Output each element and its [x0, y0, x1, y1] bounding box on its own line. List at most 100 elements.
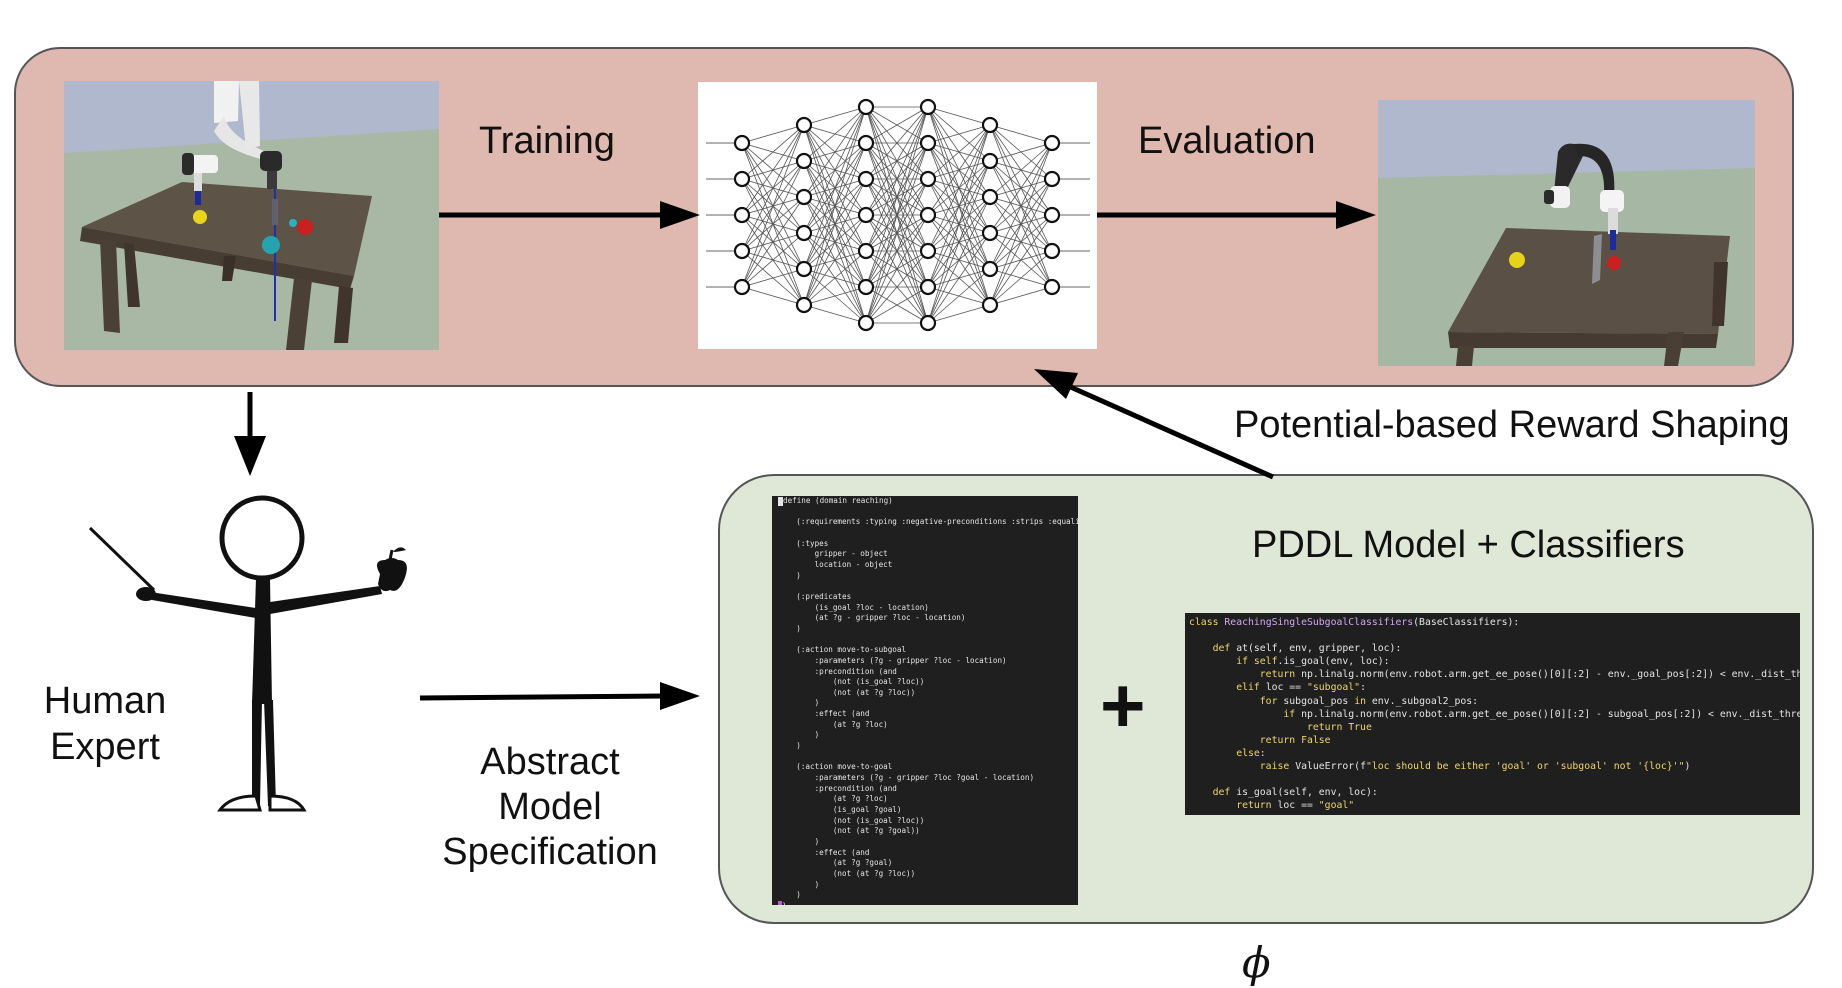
- pddl-code-line: ): [778, 570, 801, 580]
- nn-node: [857, 98, 875, 116]
- nn-edge: [741, 124, 805, 180]
- code-return-false-keyword: return: [1259, 734, 1296, 746]
- nn-edge: [989, 142, 1053, 162]
- nn-edge: [803, 304, 867, 324]
- nn-node: [919, 314, 937, 332]
- nn-edge: [865, 106, 929, 216]
- nn-node: [981, 296, 999, 314]
- code-colon: :: [1360, 682, 1366, 694]
- pddl-code-line: (:action move-to-subgoal: [778, 645, 907, 655]
- nn-node: [857, 278, 875, 296]
- code-subgoal-string: "subgoal": [1306, 682, 1361, 694]
- nn-edge: [927, 124, 991, 252]
- pddl-code-line: location - object: [778, 559, 893, 569]
- nn-edge: [803, 250, 867, 306]
- nn-edge: [927, 124, 991, 288]
- nn-node: [981, 116, 999, 134]
- pddl-code-line: ): [778, 623, 801, 633]
- code-return-keyword: return: [1259, 669, 1296, 681]
- nn-node: [919, 242, 937, 260]
- code-return-expr-1: np.linalg.norm(env.robot.arm.get_ee_pose…: [1301, 669, 1800, 681]
- nn-edge: [803, 214, 867, 306]
- pddl-code-line: (at ?g - gripper ?loc - location): [778, 613, 966, 623]
- pddl-code-line: ): [778, 837, 820, 846]
- abstract-model-specification-label: Abstract Model Specification: [430, 740, 670, 875]
- pddl-code-line: (not (is_goal ?loc)): [778, 677, 925, 687]
- pddl-code-screenshot: define (domain reaching) (:requirements …: [772, 496, 1078, 905]
- nn-edge: [989, 142, 1053, 270]
- nn-edge: [989, 142, 1053, 198]
- pddl-code-line: (at ?g ?loc): [778, 794, 888, 804]
- nn-edge: [989, 178, 1053, 306]
- neural-network-image: [698, 82, 1097, 349]
- pddl-code-line: ): [782, 901, 787, 905]
- nn-node: [857, 170, 875, 188]
- code-true-keyword: True: [1348, 721, 1372, 733]
- code-raise-string: "loc should be either 'goal' or 'subgoal…: [1365, 761, 1685, 773]
- nn-edge: [803, 106, 867, 198]
- pddl-code-line: ): [778, 741, 801, 751]
- code-class-base: (BaseClassifiers):: [1413, 617, 1520, 628]
- nn-node: [795, 296, 813, 314]
- pddl-code-line: :effect (and: [778, 847, 870, 857]
- spec-line-3: Specification: [442, 831, 658, 873]
- code-def2-keyword: def: [1212, 787, 1231, 799]
- nn-node: [1043, 170, 1061, 188]
- training-label: Training: [479, 120, 615, 162]
- code-in-keyword: in: [1354, 695, 1366, 707]
- code-self-keyword: self: [1253, 656, 1278, 668]
- human-expert-line-1: Human: [43, 680, 167, 722]
- pddl-code-line: define (domain reaching): [783, 496, 893, 505]
- spec-line-1: Abstract: [480, 741, 620, 783]
- nn-edge: [927, 124, 991, 324]
- nn-edge: [803, 106, 867, 126]
- pddl-code-line: (is_goal ?loc - location): [778, 602, 929, 612]
- nn-edge: [741, 286, 805, 306]
- code-elif-keyword: elif: [1236, 682, 1260, 694]
- classifier-code-screenshot: class ReachingSingleSubgoalClassifiers(B…: [1185, 613, 1800, 815]
- code-raise-expr: ValueError(f: [1295, 761, 1366, 773]
- nn-edge: [989, 214, 1053, 306]
- code-class-keyword: class: [1189, 617, 1219, 628]
- code-return-loc: loc ==: [1277, 800, 1313, 812]
- code-raise-keyword: raise: [1259, 761, 1290, 773]
- code-elif-expr: loc ==: [1265, 682, 1302, 694]
- nn-node: [857, 314, 875, 332]
- closing-paren-highlight: [778, 901, 782, 905]
- nn-edge: [803, 106, 867, 234]
- classifier-code-text: class ReachingSingleSubgoalClassifiers(B…: [1189, 616, 1800, 812]
- nn-node: [795, 188, 813, 206]
- nn-node: [857, 134, 875, 152]
- nn-edge: [927, 196, 991, 324]
- nn-edge: [927, 232, 991, 324]
- nn-node: [733, 278, 751, 296]
- nn-edge: [741, 160, 805, 288]
- nn-edge: [989, 142, 1053, 306]
- pddl-code-line: :precondition (and: [778, 666, 897, 676]
- nn-edge: [927, 106, 991, 126]
- code-return2-keyword: return: [1236, 800, 1272, 812]
- pddl-code-line: (:types: [778, 538, 829, 548]
- pddl-code-line: (not (at ?g ?loc)): [778, 868, 916, 878]
- nn-edge: [927, 160, 991, 324]
- nn-edge: [989, 286, 1053, 306]
- nn-edge: [865, 106, 929, 252]
- code-if-keyword: if: [1236, 656, 1248, 668]
- cursor-block: [778, 496, 783, 506]
- code-else-keyword: else:: [1236, 747, 1266, 759]
- nn-edge: [803, 106, 867, 306]
- nn-node: [919, 278, 937, 296]
- code-false-keyword: False: [1301, 734, 1331, 746]
- nn-node: [857, 206, 875, 224]
- pddl-code-line: :parameters (?g - gripper ?loc - locatio…: [778, 655, 1007, 665]
- code-class-name: ReachingSingleSubgoalClassifiers: [1224, 617, 1414, 628]
- nn-edge: [865, 286, 929, 324]
- nn-edge: [927, 124, 991, 144]
- nn-node: [733, 170, 751, 188]
- spec-line-2: Model: [498, 786, 602, 828]
- code-for-keyword: for: [1259, 695, 1278, 707]
- nn-node: [1043, 278, 1061, 296]
- nn-node: [1043, 242, 1061, 260]
- nn-node: [795, 116, 813, 134]
- nn-node: [919, 170, 937, 188]
